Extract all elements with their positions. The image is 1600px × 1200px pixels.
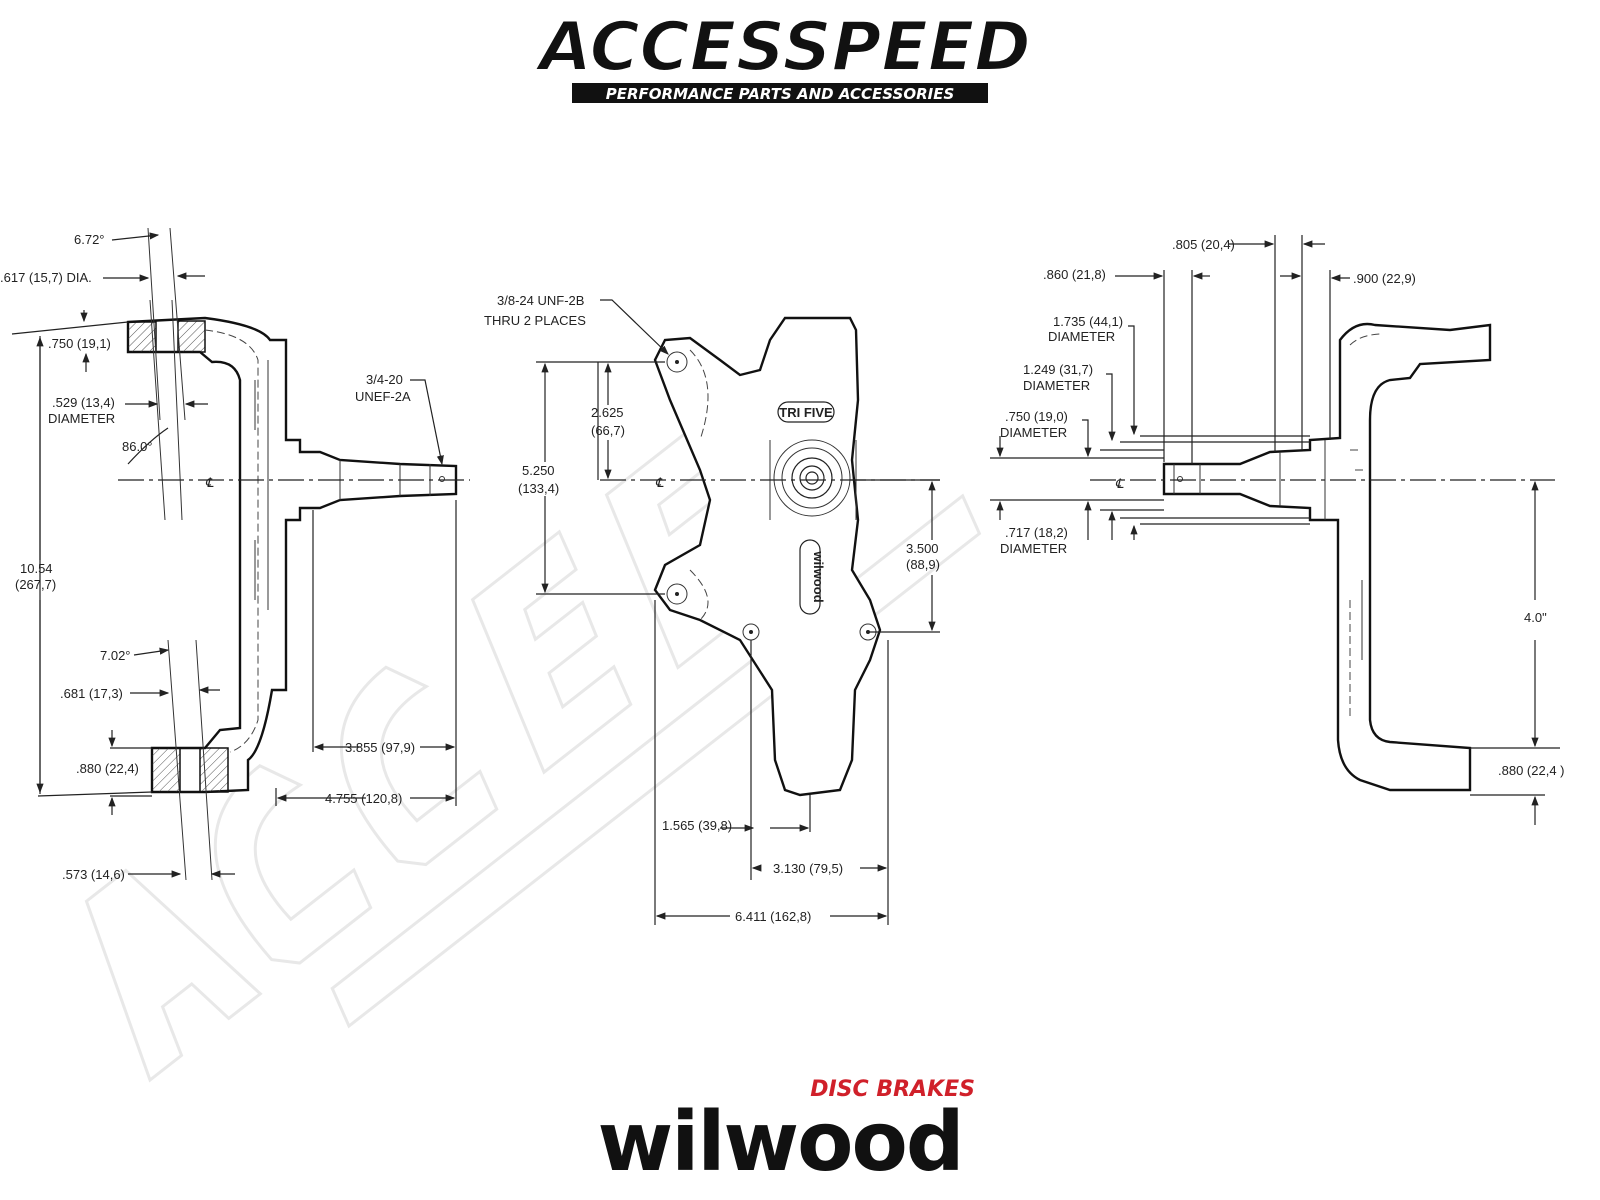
arm-thickness-bottom-label: .880 (22,4) bbox=[76, 761, 139, 776]
front-view: TRI FIVE wilwood ℄ 3/8-24 UNF-2B THRU 2 … bbox=[484, 293, 940, 925]
dia-2-caption: DIAMETER bbox=[1023, 378, 1090, 393]
left-side-view: ℄ 6.72° .617 (15,7) DIA. .750 (19,1) .52… bbox=[0, 227, 470, 882]
dia-4-caption: DIAMETER bbox=[1000, 541, 1067, 556]
bearing-seat-width-label: .805 (20,4) bbox=[1172, 237, 1235, 252]
tri-five-badge: TRI FIVE bbox=[779, 405, 833, 420]
mount-thread-note: THRU 2 PLACES bbox=[484, 313, 586, 328]
bore-dia-label: .617 (15,7) DIA. bbox=[0, 270, 92, 285]
height-label: 10.54 bbox=[20, 561, 53, 576]
right-side-view: ℄ .805 (20,4) .860 (21,8) .900 (22,9) 1.… bbox=[990, 235, 1565, 825]
angle-bottom-label: 7.02° bbox=[100, 648, 131, 663]
cast-wilwood-logo: wilwood bbox=[811, 550, 826, 602]
offset-lower-mm-label: (88,9) bbox=[906, 557, 940, 572]
centerline-symbol: ℄ bbox=[655, 475, 664, 490]
height-mm-label: (267,7) bbox=[15, 577, 56, 592]
hole-dia-caption: DIAMETER bbox=[48, 411, 115, 426]
kpi-angle-label: 86.0° bbox=[122, 439, 153, 454]
width-mid-label: 3.130 (79,5) bbox=[773, 861, 843, 876]
dia-3-label: .750 (19,0) bbox=[1005, 409, 1068, 424]
hole-dia-label: .529 (13,4) bbox=[52, 395, 115, 410]
hole-spacing-label: 5.250 bbox=[522, 463, 555, 478]
offset-upper-mm-label: (66,7) bbox=[591, 423, 625, 438]
arm-thickness-top-label: .750 (19,1) bbox=[48, 336, 111, 351]
dia-3-caption: DIAMETER bbox=[1000, 425, 1067, 440]
offset-lower-label: 3.500 bbox=[906, 541, 939, 556]
offset-upper-label: 2.625 bbox=[591, 405, 624, 420]
spindle-length-label: 3.855 (97,9) bbox=[345, 740, 415, 755]
dia-2-label: 1.249 (31,7) bbox=[1023, 362, 1093, 377]
svg-text:wilwood: wilwood bbox=[597, 1095, 962, 1190]
inner-seat-width-label: .860 (21,8) bbox=[1043, 267, 1106, 282]
mount-thread-label: 3/8-24 UNF-2B bbox=[497, 293, 584, 308]
svg-text:ACCESSPEED: ACCESSPEED bbox=[534, 8, 1031, 87]
thread-label: 3/4-20 bbox=[366, 372, 403, 387]
centerline-symbol: ℄ bbox=[205, 475, 214, 490]
thread-class-label: UNEF-2A bbox=[355, 389, 411, 404]
hole-spacing-mm-label: (133,4) bbox=[518, 481, 559, 496]
hole-bottom-label: .573 (14,6) bbox=[62, 867, 125, 882]
drop-label: 4.0" bbox=[1524, 610, 1547, 625]
flange-width-label: .900 (22,9) bbox=[1353, 271, 1416, 286]
width-overall-label: 6.411 (162,8) bbox=[735, 909, 811, 924]
centerline-symbol: ℄ bbox=[1115, 476, 1124, 491]
dia-1-label: 1.735 (44,1) bbox=[1053, 314, 1123, 329]
arm-thickness-label: .880 (22,4 ) bbox=[1498, 763, 1565, 778]
dia-1-caption: DIAMETER bbox=[1048, 329, 1115, 344]
angle-top-label: 6.72° bbox=[74, 232, 105, 247]
dia-4-label: .717 (18,2) bbox=[1005, 525, 1068, 540]
overall-length-label: 4.755 (120,8) bbox=[325, 791, 402, 806]
accesspeed-logo: ACCESSPEED PERFORMANCE PARTS AND ACCESSO… bbox=[533, 7, 1032, 103]
wilwood-logo: DISC BRAKES wilwood bbox=[597, 1077, 975, 1190]
svg-text:DISC BRAKES: DISC BRAKES bbox=[810, 1077, 975, 1102]
width-half-label: 1.565 (39,8) bbox=[662, 818, 732, 833]
bore-bottom-label: .681 (17,3) bbox=[60, 686, 123, 701]
svg-text:PERFORMANCE PARTS AND ACCESSOR: PERFORMANCE PARTS AND ACCESSORIES bbox=[606, 85, 955, 103]
